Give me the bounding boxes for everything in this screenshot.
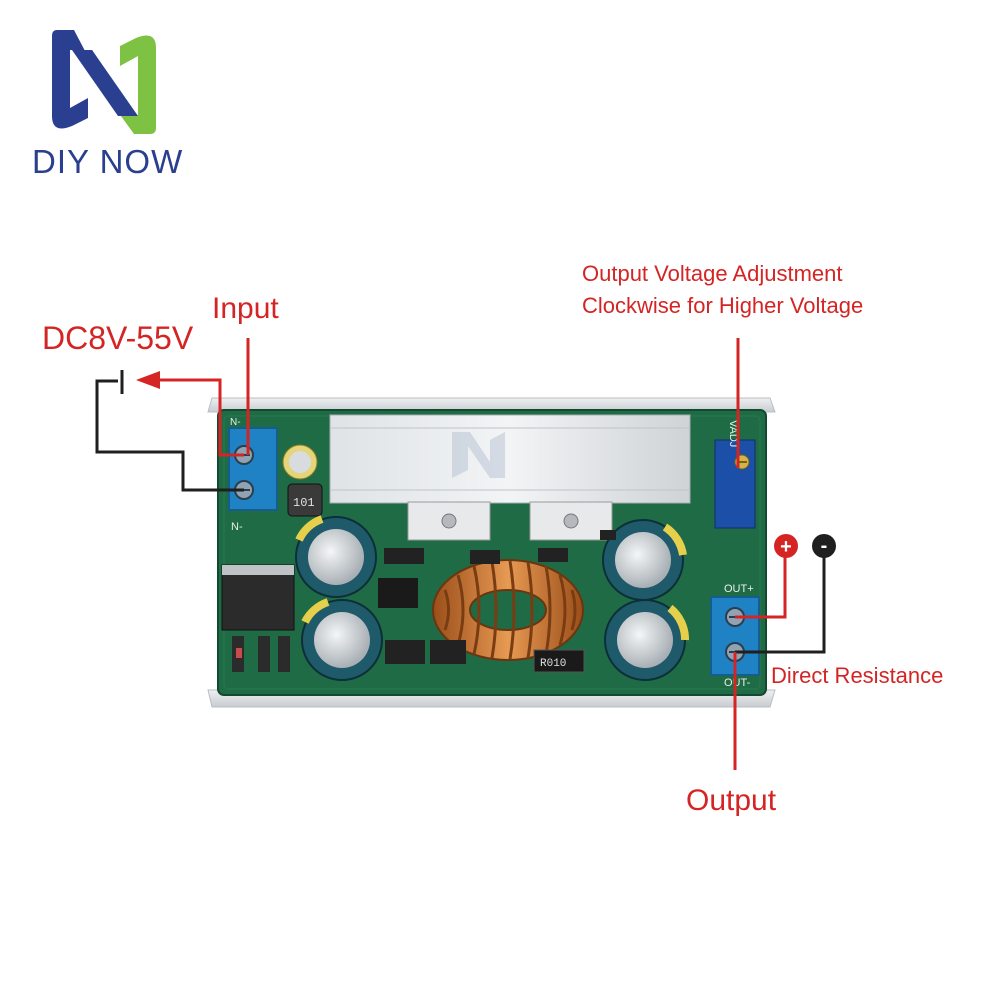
minus-badge [812,534,836,558]
small-inductor [287,483,323,517]
sense-resistor [533,649,585,673]
heatsink [329,414,691,504]
adjust-label-line1: Output Voltage Adjustment [582,261,843,286]
adjust-label-line2: Clockwise for Higher Voltage [582,293,864,318]
brand-name: DIY NOW [32,143,184,180]
minus-symbol: - [821,535,828,557]
silk-vadj: VADJ [727,420,739,447]
toroidal-inductor [432,559,584,661]
plus-badge [774,534,798,558]
capacitor-input-1 [295,515,377,598]
output-wiring [733,555,826,770]
potentiometer [714,439,756,529]
direct-resistance-label: Direct Resistance [771,663,944,688]
regulator-package [221,564,295,672]
silk-in-neg-top: N- [230,417,241,428]
brand-logo [52,30,156,134]
silk-inductor-small: 101 [293,496,315,510]
capacitor-output-1 [602,519,687,601]
capacitor-output-2 [604,599,689,681]
capacitor-input-2 [301,598,383,681]
silk-in-neg-bottom: N- [231,521,243,533]
input-label: Input [212,292,279,325]
smd-components [378,530,616,664]
silk-resistor: R010 [540,658,566,670]
diy-now-logo-icon [52,30,156,134]
output-label: Output [686,784,777,817]
plus-symbol: + [780,536,792,558]
silk-out-neg: OUT- [724,677,751,689]
small-capacitor [282,444,318,480]
input-voltage-label: DC8V-55V [42,320,194,356]
input-terminal-block [228,427,278,511]
mosfet-group [407,501,613,541]
input-wiring [95,338,250,492]
input-arrowhead [136,371,160,389]
silk-out-pos: OUT+ [724,583,754,595]
